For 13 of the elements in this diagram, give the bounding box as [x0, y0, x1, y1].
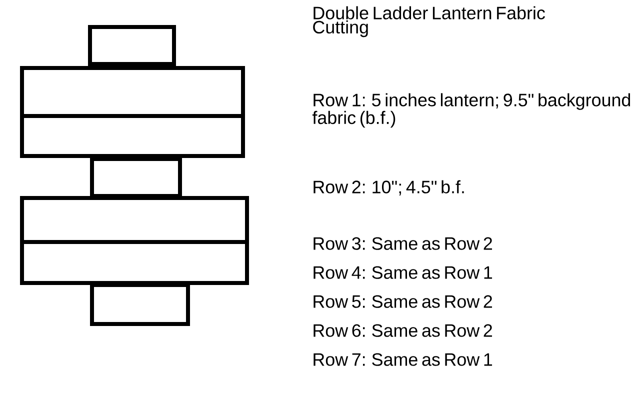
fabric-strip [88, 25, 176, 66]
row-note: Row 2: 10"; 4.5" b.f. [314, 180, 464, 196]
row-note: Row 4: Same as Row 1 [314, 266, 492, 279]
fabric-strip [90, 157, 182, 198]
row-note: Row 1: 5 inches lantern; 9.5" background fabric (b.f.) [312, 93, 630, 128]
row-note: Row 6: Same as Row 2 [314, 324, 492, 337]
row-note: Row 5: Same as Row 2 [314, 295, 492, 308]
fabric-strip [20, 114, 245, 158]
fabric-strip [90, 283, 190, 326]
row-note: Row 7: Same as Row 1 [314, 353, 492, 366]
row-note: Row 3: Same as Row 2 [314, 237, 492, 250]
fabric-strip [20, 240, 249, 285]
title: Double Ladder Lantern Fabric Cutting [313, 6, 545, 38]
